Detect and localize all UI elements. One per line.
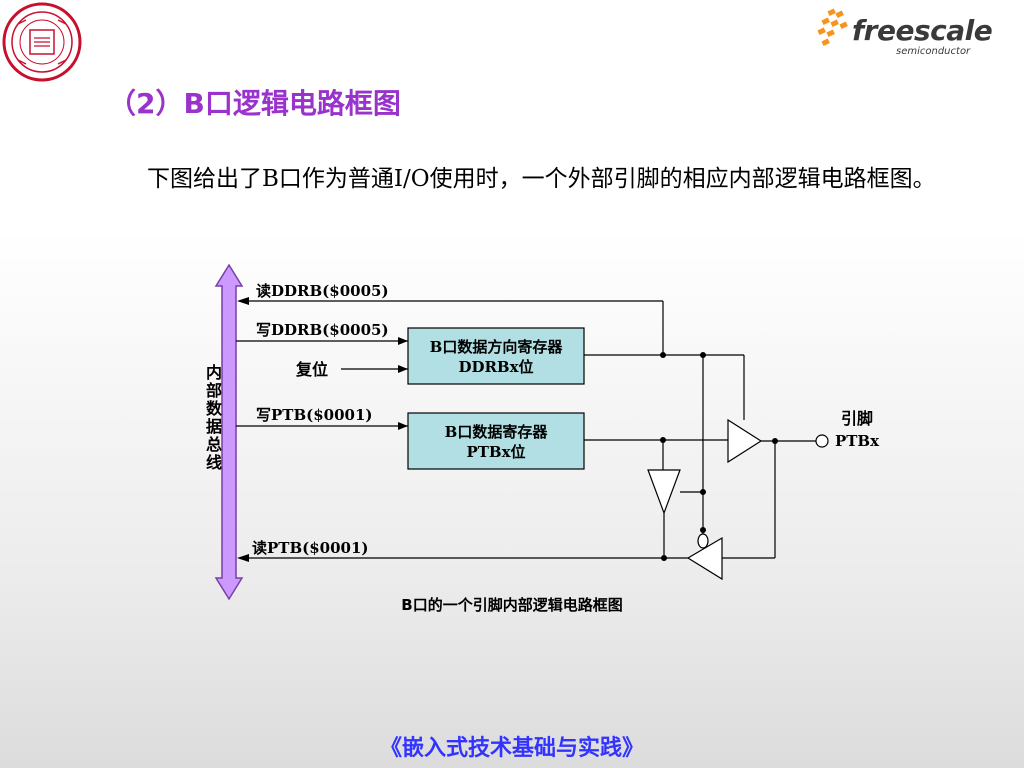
write-ddrb-label: 写DDRB($0005): [256, 321, 389, 339]
write-ptb-label: 写PTB($0001): [256, 406, 373, 424]
diagram-caption: B口的一个引脚内部逻辑电路框图: [401, 596, 623, 614]
reset-label: 复位: [295, 360, 328, 379]
pin-label-line2: PTBx: [835, 432, 880, 450]
junction-dots: [660, 352, 778, 561]
ptb-register-block: [407, 412, 585, 470]
read-ddrb-label: 读DDRB($0005): [256, 282, 389, 300]
freescale-logo: freescale semiconductor: [814, 8, 993, 60]
footer-book-title: 《嵌入式技术基础与实践》: [379, 736, 644, 761]
slide-title: （2）B口逻辑电路框图: [108, 87, 401, 120]
pin-terminal: [815, 434, 829, 448]
read-ptb-label: 读PTB($0001): [252, 539, 369, 557]
ddr-block-line2: DDRBx位: [458, 358, 533, 376]
ptb-block-line2: PTBx位: [466, 443, 525, 461]
bus-label: 内 部 数 据 总 线: [206, 363, 228, 472]
freescale-mark-icon: [817, 8, 848, 46]
read-ddrb-arrowhead: [237, 297, 249, 305]
slide-paragraph: 下图给出了B口作为普通I/O使用时，一个外部引脚的相应内部逻辑电路框图。: [147, 166, 936, 192]
brand-subtitle: semiconductor: [896, 46, 971, 57]
data-bus-arrow: [214, 263, 244, 601]
readback-buffer: [647, 469, 681, 515]
university-seal-logo: [2, 2, 82, 82]
pin-label-line1: 引脚: [841, 409, 873, 428]
ddr-block-line1: B口数据方向寄存器: [430, 338, 564, 356]
ddr-register-block: [407, 327, 585, 385]
ptb-block-line1: B口数据寄存器: [445, 423, 549, 441]
output-buffer: [727, 418, 763, 464]
brand-name: freescale: [852, 14, 993, 47]
